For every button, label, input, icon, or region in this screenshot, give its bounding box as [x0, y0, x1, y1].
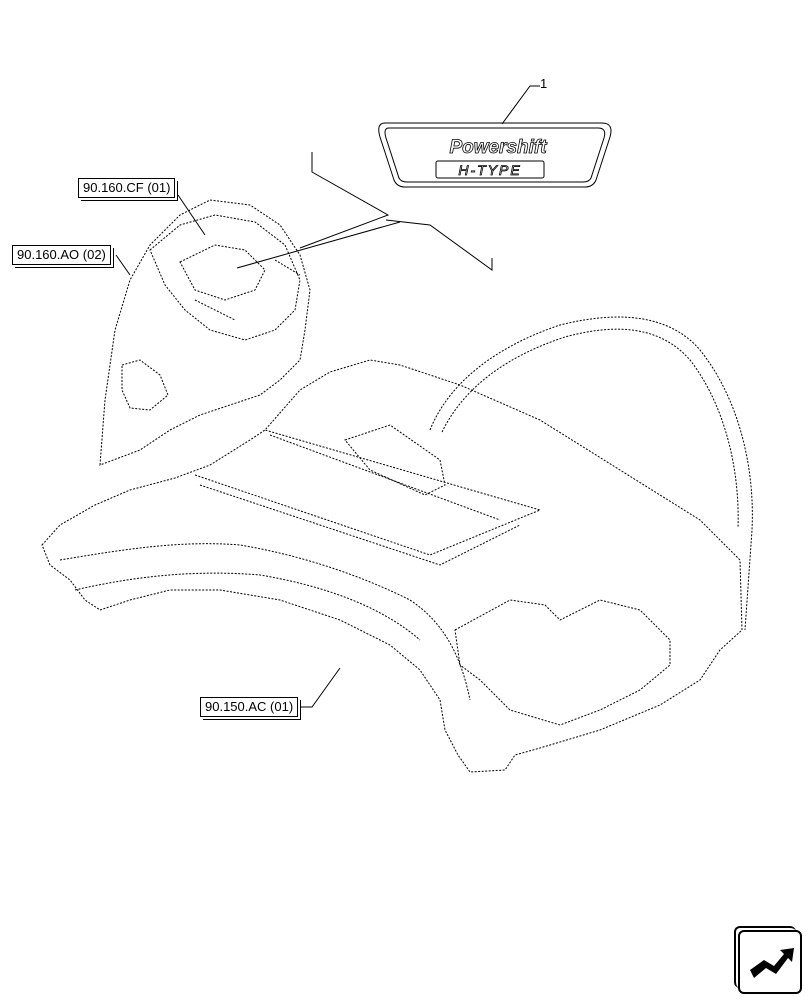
decal-reference-line [299, 152, 390, 249]
floor-seam [194, 429, 542, 556]
return-arrow-icon [750, 948, 794, 978]
fender-sweep [59, 543, 471, 701]
cab-floor-outline [41, 359, 743, 773]
leader-ac [300, 667, 341, 708]
fender-sweep [74, 572, 421, 641]
dashboard-console-inner [149, 214, 301, 341]
wheel-arch-inner [441, 328, 739, 529]
callout-90-150-ac[interactable]: 90.150.AC (01) [200, 697, 302, 720]
callout-90-160-ao[interactable]: 90.160.AO (02) [12, 245, 114, 268]
item-number-1[interactable]: 1 [540, 76, 548, 91]
display-panel [179, 244, 266, 301]
return-button[interactable] [734, 926, 802, 994]
callout-90-160-cf[interactable]: 90.160.CF (01) [78, 178, 179, 201]
leader-cf [177, 194, 206, 236]
callout-label: 90.150.AC (01) [205, 699, 294, 714]
decal-htype-text: H-TYPE [458, 162, 521, 178]
decal-powershift-text: Powershift [449, 137, 547, 158]
floor-seam [199, 484, 521, 566]
decal-reference-line [236, 221, 401, 269]
gauge-row [194, 259, 301, 321]
powershift-decal-outline [378, 122, 612, 188]
callout-label: 90.160.CF (01) [83, 180, 171, 195]
powershift-decal-inner [384, 127, 606, 183]
wheel-arch [429, 316, 753, 631]
callout-label: 90.160.AO (02) [17, 247, 106, 262]
leader-item-1 [501, 85, 540, 125]
floor-opening [344, 424, 446, 496]
floor-opening [454, 599, 671, 726]
decal-reference-line [385, 219, 493, 271]
floor-seam [269, 434, 501, 521]
h-type-frame [435, 160, 545, 179]
dashboard-console [99, 199, 311, 466]
leader-ao [115, 254, 131, 276]
vent [121, 359, 169, 411]
